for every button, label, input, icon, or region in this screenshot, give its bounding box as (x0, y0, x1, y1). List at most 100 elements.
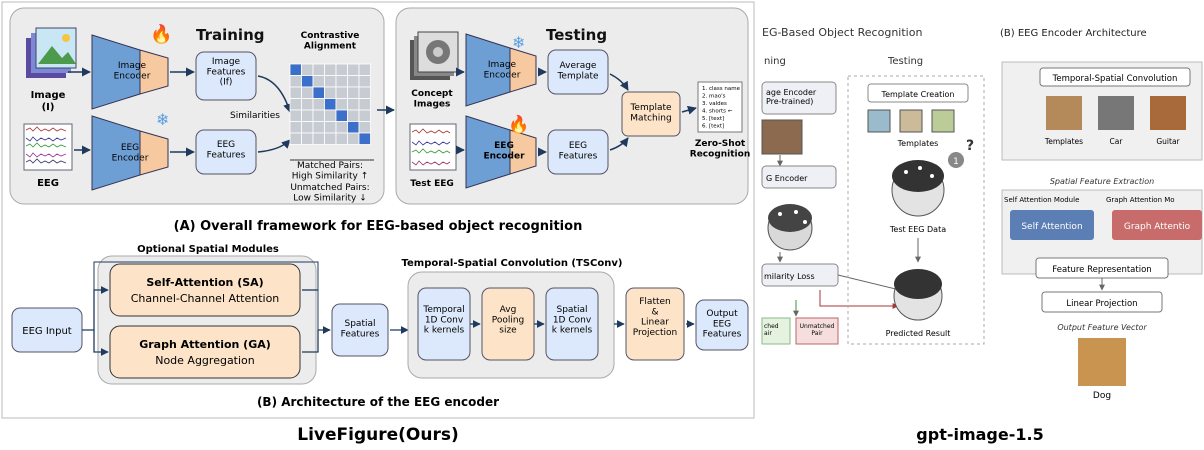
r-template-creation-box (867, 83, 969, 103)
matrix-cell (324, 121, 337, 134)
left-footer: LiveFigure(Ours) (297, 425, 459, 445)
matrix-cell (335, 121, 348, 134)
matrix-cell (312, 98, 325, 111)
r-self-attention-box (1010, 210, 1094, 240)
ga-subtitle: Node Aggregation (155, 354, 255, 367)
r-ga-module-label: Graph Attention Mo (1106, 196, 1175, 204)
matrix-cell-match (312, 86, 325, 99)
arrow (681, 105, 697, 115)
image-stack-icon (26, 27, 77, 78)
r-linear-proj-box (1041, 291, 1163, 313)
matrix-cell (289, 86, 302, 99)
r-tsconv-box (1039, 67, 1191, 87)
arrow (609, 73, 629, 91)
matrix-cell (289, 121, 302, 134)
image-encoder-orange (139, 49, 169, 95)
thumb-label: Car (1110, 137, 1124, 146)
training-title: Training (196, 26, 264, 44)
matrix-cell (301, 109, 314, 122)
r-dog-label: Dog (1093, 391, 1111, 401)
test-eeg-encoder-orange (509, 129, 537, 175)
template-cubes-icon (867, 109, 955, 133)
matrix-cell-match (301, 75, 314, 88)
image-sub-label: (I) (42, 102, 55, 113)
matrix-cell (324, 75, 337, 88)
matrix-cell (289, 98, 302, 111)
optional-modules-title: Optional Spatial Modules (137, 244, 279, 255)
matrix-cell-match (324, 98, 337, 111)
r-feature-rep-label: Feature Representation (1052, 265, 1151, 275)
head-eeg-icon (767, 204, 813, 251)
matrix-cell (347, 132, 360, 145)
matrix-cell (358, 63, 371, 76)
class-list-item: 2. mao's (702, 94, 726, 100)
r-matched-pair (761, 317, 791, 345)
matrix-cell (335, 132, 348, 145)
matrix-cell (324, 109, 337, 122)
matrix-cell (347, 86, 360, 99)
spatial-conv-box (545, 287, 599, 361)
self-attention-box (109, 263, 301, 317)
r-graph-attention-label: Graph Attentio (1124, 222, 1191, 232)
class-list-item: 3. valdes (702, 101, 727, 107)
matrix-cell (324, 63, 337, 76)
matrix-cell (358, 86, 371, 99)
eeg-input-label: EEG Input (22, 326, 72, 337)
matrix-cell (301, 132, 314, 145)
arrow (82, 286, 109, 331)
caption-b: (B) Architecture of the EEG encoder (257, 395, 499, 409)
right-footer: gpt-image-1.5 (916, 425, 1043, 444)
eeg-signal-icon (23, 123, 73, 171)
class-list-item: 1. class name (702, 86, 741, 92)
test-eeg-label: Test EEG (410, 179, 454, 189)
r-tsconv-label: Temporal-Spatial Convolution (1052, 74, 1178, 84)
spatial-features-box (331, 303, 389, 357)
thumb-label: Guitar (1156, 137, 1180, 146)
fire-icon: 🔥 (508, 114, 529, 135)
car-thumbnail (1098, 96, 1134, 130)
matrix-cell (301, 86, 314, 99)
eeg-features-box (195, 129, 257, 175)
col-testing-label: Testing (887, 56, 923, 67)
matrix-cell (347, 63, 360, 76)
guitar-thumbnail (1150, 96, 1186, 130)
r-spatial-extraction: Spatial Feature Extraction (1050, 177, 1154, 186)
r-badge-label: 1 (953, 157, 959, 167)
test-eeg-features-box (547, 129, 609, 175)
bypass-line (93, 261, 319, 330)
r-output-vector: Output Feature Vector (1057, 323, 1147, 332)
sa-title: Self-Attention (SA) (146, 276, 263, 289)
snowflake-icon: ❄ (512, 33, 525, 52)
eeg-label: EEG (37, 178, 59, 189)
test-image-encoder-orange (509, 47, 537, 93)
matrix-cell (301, 121, 314, 134)
dog-thumbnail (1046, 96, 1082, 130)
cat-thumbnail (761, 119, 803, 155)
class-list-card (697, 81, 743, 133)
ga-title: Graph Attention (GA) (139, 338, 271, 351)
matrix-cell (358, 121, 371, 134)
matrix-cell (335, 86, 348, 99)
eeg-encoder-orange (139, 130, 169, 176)
unmatched-pairs-label: Unmatched Pairs:Low Similarity ↓ (290, 183, 369, 203)
similarities-label: Similarities (230, 111, 280, 121)
tsconv-title: Temporal-Spatial Convolution (TSConv) (402, 258, 623, 269)
matrix-cell (312, 121, 325, 134)
matrix-cell (335, 75, 348, 88)
graph-attention-box (109, 325, 301, 379)
flatten-box (625, 287, 685, 361)
matrix-cell-match (289, 63, 302, 76)
red-arrow (819, 290, 899, 309)
